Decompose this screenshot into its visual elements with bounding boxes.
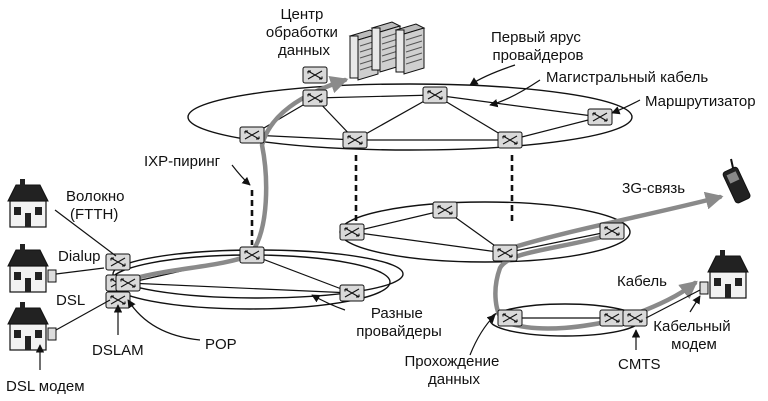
label-data-path: Прохождение данных — [404, 353, 503, 388]
label-cable: Кабель — [617, 273, 667, 290]
regional-ring — [339, 201, 631, 263]
data-flow-path-3 — [117, 76, 349, 286]
pointer-lines — [35, 64, 701, 370]
label-dsl: DSL — [56, 292, 85, 309]
label-cmts: CMTS — [618, 356, 661, 373]
server-icon — [349, 21, 425, 81]
label-router: Маршрутизатор — [645, 93, 756, 110]
label-backbone: Магистральный кабель — [546, 69, 708, 86]
label-pop: POP — [205, 336, 237, 353]
label-cable-modem: Кабельный модем — [653, 318, 735, 353]
label-tier1: Первый ярус провайдеров — [491, 29, 585, 64]
mobile-phone-icon — [722, 158, 751, 204]
label-3g: 3G-связь — [622, 180, 685, 197]
label-ixp: IXP-пиринг — [144, 153, 221, 170]
label-data-center: Центр обработки данных — [266, 6, 342, 59]
label-dslam: DSLAM — [92, 342, 144, 359]
label-fiber: Волокно (FTTH) — [66, 188, 129, 223]
label-dsl-modem: DSL модем — [6, 378, 85, 395]
tier1-ring — [187, 83, 633, 151]
label-dialup: Dialup — [58, 248, 101, 265]
modem-icon — [47, 269, 709, 341]
access-links — [54, 209, 701, 331]
backbone-links — [127, 94, 613, 319]
label-other-providers: Разные провайдеры — [356, 305, 442, 340]
